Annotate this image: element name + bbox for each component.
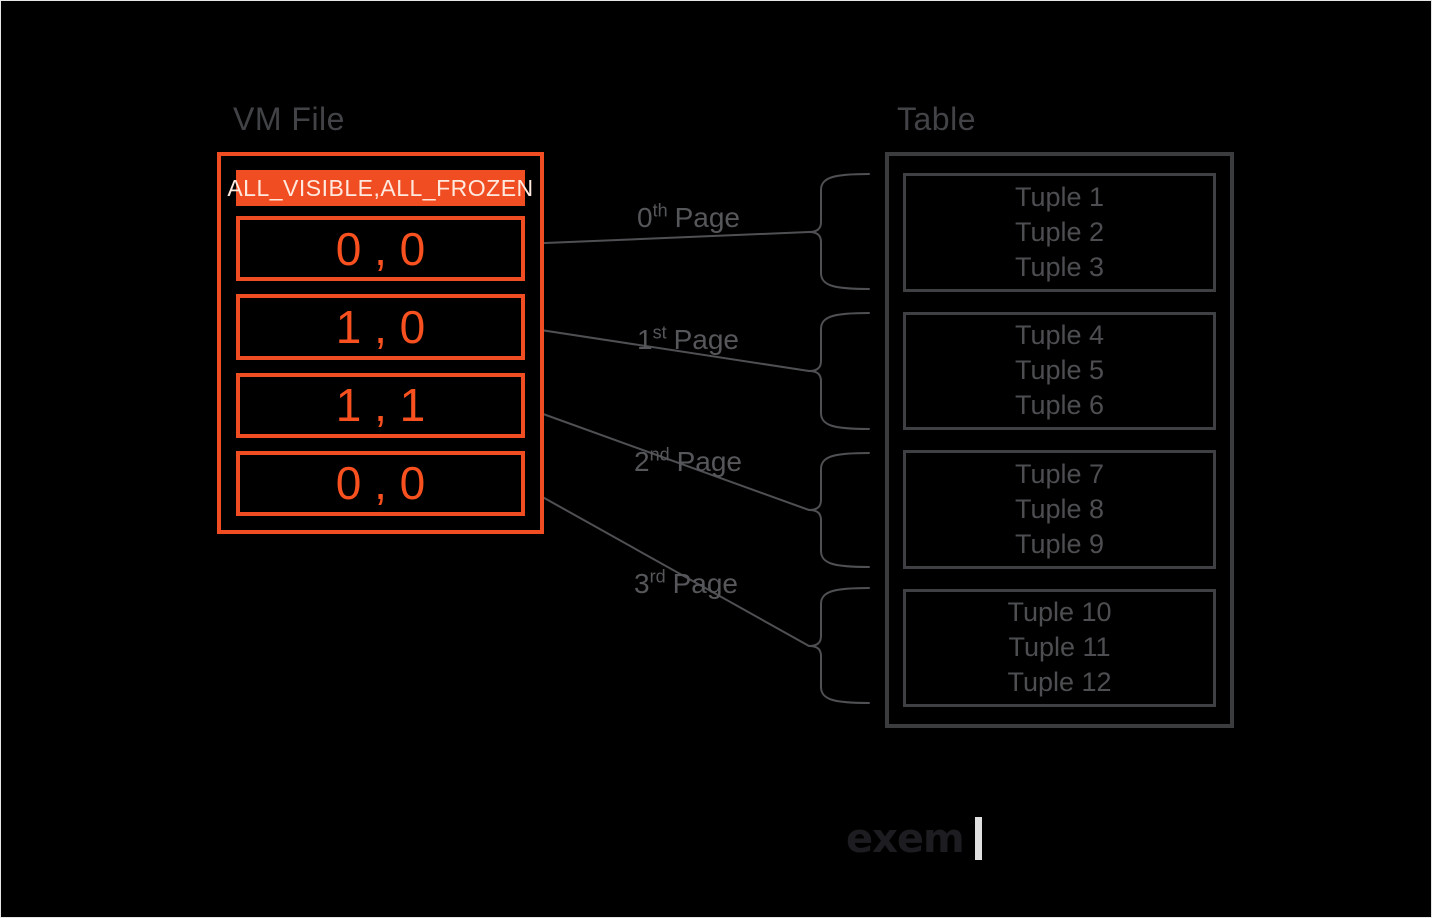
page-label-0th: 0th Page bbox=[637, 202, 740, 234]
page-brace-0 bbox=[808, 173, 870, 290]
tuple-label: Tuple 9 bbox=[1014, 528, 1105, 559]
table-box: Tuple 1 Tuple 2 Tuple 3 Tuple 4 Tuple 5 … bbox=[885, 152, 1234, 728]
tuple-label: Tuple 7 bbox=[1014, 458, 1105, 489]
exem-logo-bar bbox=[974, 817, 982, 860]
vm-cell-2: 1 , 1 bbox=[236, 372, 525, 438]
page-ordinal: 3 bbox=[634, 568, 650, 599]
page-ordinal-suffix: st bbox=[652, 322, 667, 343]
tuple-group-1: Tuple 4 Tuple 5 Tuple 6 bbox=[903, 311, 1216, 430]
page-word: Page bbox=[673, 324, 739, 355]
tuple-label: Tuple 12 bbox=[1007, 667, 1112, 698]
page-ordinal: 1 bbox=[637, 324, 653, 355]
tuple-label: Tuple 8 bbox=[1014, 493, 1105, 524]
vm-file-box: ALL_VISIBLE,ALL_FROZEN 0 , 0 1 , 0 1 , 1… bbox=[217, 152, 544, 534]
table-title: Table bbox=[897, 101, 976, 137]
vm-cell-0: 0 , 0 bbox=[236, 216, 525, 282]
tuple-label: Tuple 5 bbox=[1014, 355, 1105, 386]
page-ordinal-suffix: nd bbox=[649, 444, 670, 465]
connector-line-2 bbox=[520, 405, 810, 511]
connector-line-1 bbox=[520, 326, 810, 372]
tuple-label: Tuple 2 bbox=[1014, 216, 1105, 247]
tuple-group-3: Tuple 10 Tuple 11 Tuple 12 bbox=[903, 588, 1216, 707]
connector-line-3 bbox=[520, 484, 810, 647]
tuple-group-0: Tuple 1 Tuple 2 Tuple 3 bbox=[903, 173, 1216, 292]
tuple-label: Tuple 11 bbox=[1008, 632, 1111, 663]
page-brace-3 bbox=[808, 587, 870, 704]
tuple-group-2: Tuple 7 Tuple 8 Tuple 9 bbox=[903, 450, 1216, 569]
connector-line-0 bbox=[520, 231, 810, 245]
page-word: Page bbox=[674, 202, 740, 233]
page-ordinal: 2 bbox=[634, 446, 650, 477]
page-label-1st: 1st Page bbox=[637, 324, 739, 356]
page-word: Page bbox=[676, 446, 743, 477]
tuple-label: Tuple 10 bbox=[1007, 597, 1112, 628]
tuple-label: Tuple 4 bbox=[1014, 320, 1105, 351]
vm-cell-list: 0 , 0 1 , 0 1 , 1 0 , 0 bbox=[236, 216, 525, 516]
vm-cell-1: 1 , 0 bbox=[236, 294, 525, 360]
vm-cell-3: 0 , 0 bbox=[236, 450, 525, 516]
page-label-3rd: 3rd Page bbox=[634, 568, 738, 600]
exem-logo: exem bbox=[846, 817, 982, 860]
tuple-label: Tuple 1 bbox=[1014, 181, 1105, 212]
page-brace-1 bbox=[808, 312, 870, 430]
exem-logo-text: exem bbox=[846, 815, 965, 862]
page-brace-2 bbox=[808, 452, 870, 568]
page-label-2nd: 2nd Page bbox=[634, 446, 742, 478]
tuple-label: Tuple 6 bbox=[1014, 390, 1105, 421]
page-word: Page bbox=[672, 568, 738, 599]
vm-flags-header: ALL_VISIBLE,ALL_FROZEN bbox=[227, 170, 533, 206]
vm-file-title: VM File bbox=[233, 101, 345, 137]
page-ordinal: 0 bbox=[637, 202, 653, 233]
page-ordinal-suffix: rd bbox=[649, 566, 666, 587]
page-ordinal-suffix: th bbox=[652, 200, 668, 221]
tuple-label: Tuple 3 bbox=[1014, 251, 1105, 282]
